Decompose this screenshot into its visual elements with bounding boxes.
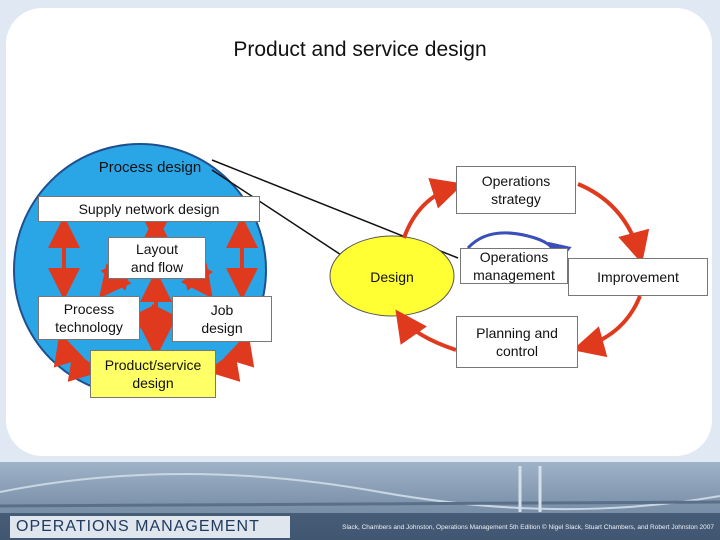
slide-title: Product and service design [233, 38, 487, 61]
arrow-planning-to-design [395, 309, 457, 352]
supply-network-design-box: Supply network design [38, 196, 260, 222]
design-ellipse [329, 235, 455, 317]
copyright-credit: Slack, Chambers and Johnston, Operations… [342, 524, 714, 531]
planning-control-box: Planning and control [456, 316, 578, 368]
operations-management-box: Operations management [460, 248, 568, 284]
product-service-design-box: Product/service design [90, 350, 216, 398]
arrow-job-to-product [206, 332, 255, 382]
arrow-strategy-to-improvement [577, 182, 650, 264]
layout-flow-box: Layout and flow [108, 237, 206, 279]
design-label: Design [370, 269, 414, 285]
improvement-box: Improvement [568, 258, 708, 296]
process-technology-box: Process technology [38, 296, 140, 340]
operations-management-logo: OPERATIONS MANAGEMENT [10, 516, 290, 538]
zoom-line-bottom [211, 169, 365, 271]
bridge-graphic [0, 466, 720, 512]
job-design-box: Job design [172, 296, 272, 342]
process-design-label: Process design [98, 159, 202, 176]
operations-strategy-box: Operations strategy [456, 166, 576, 214]
arrow-design-to-strategy [402, 177, 464, 239]
arrow-improvement-to-planning [572, 295, 642, 358]
